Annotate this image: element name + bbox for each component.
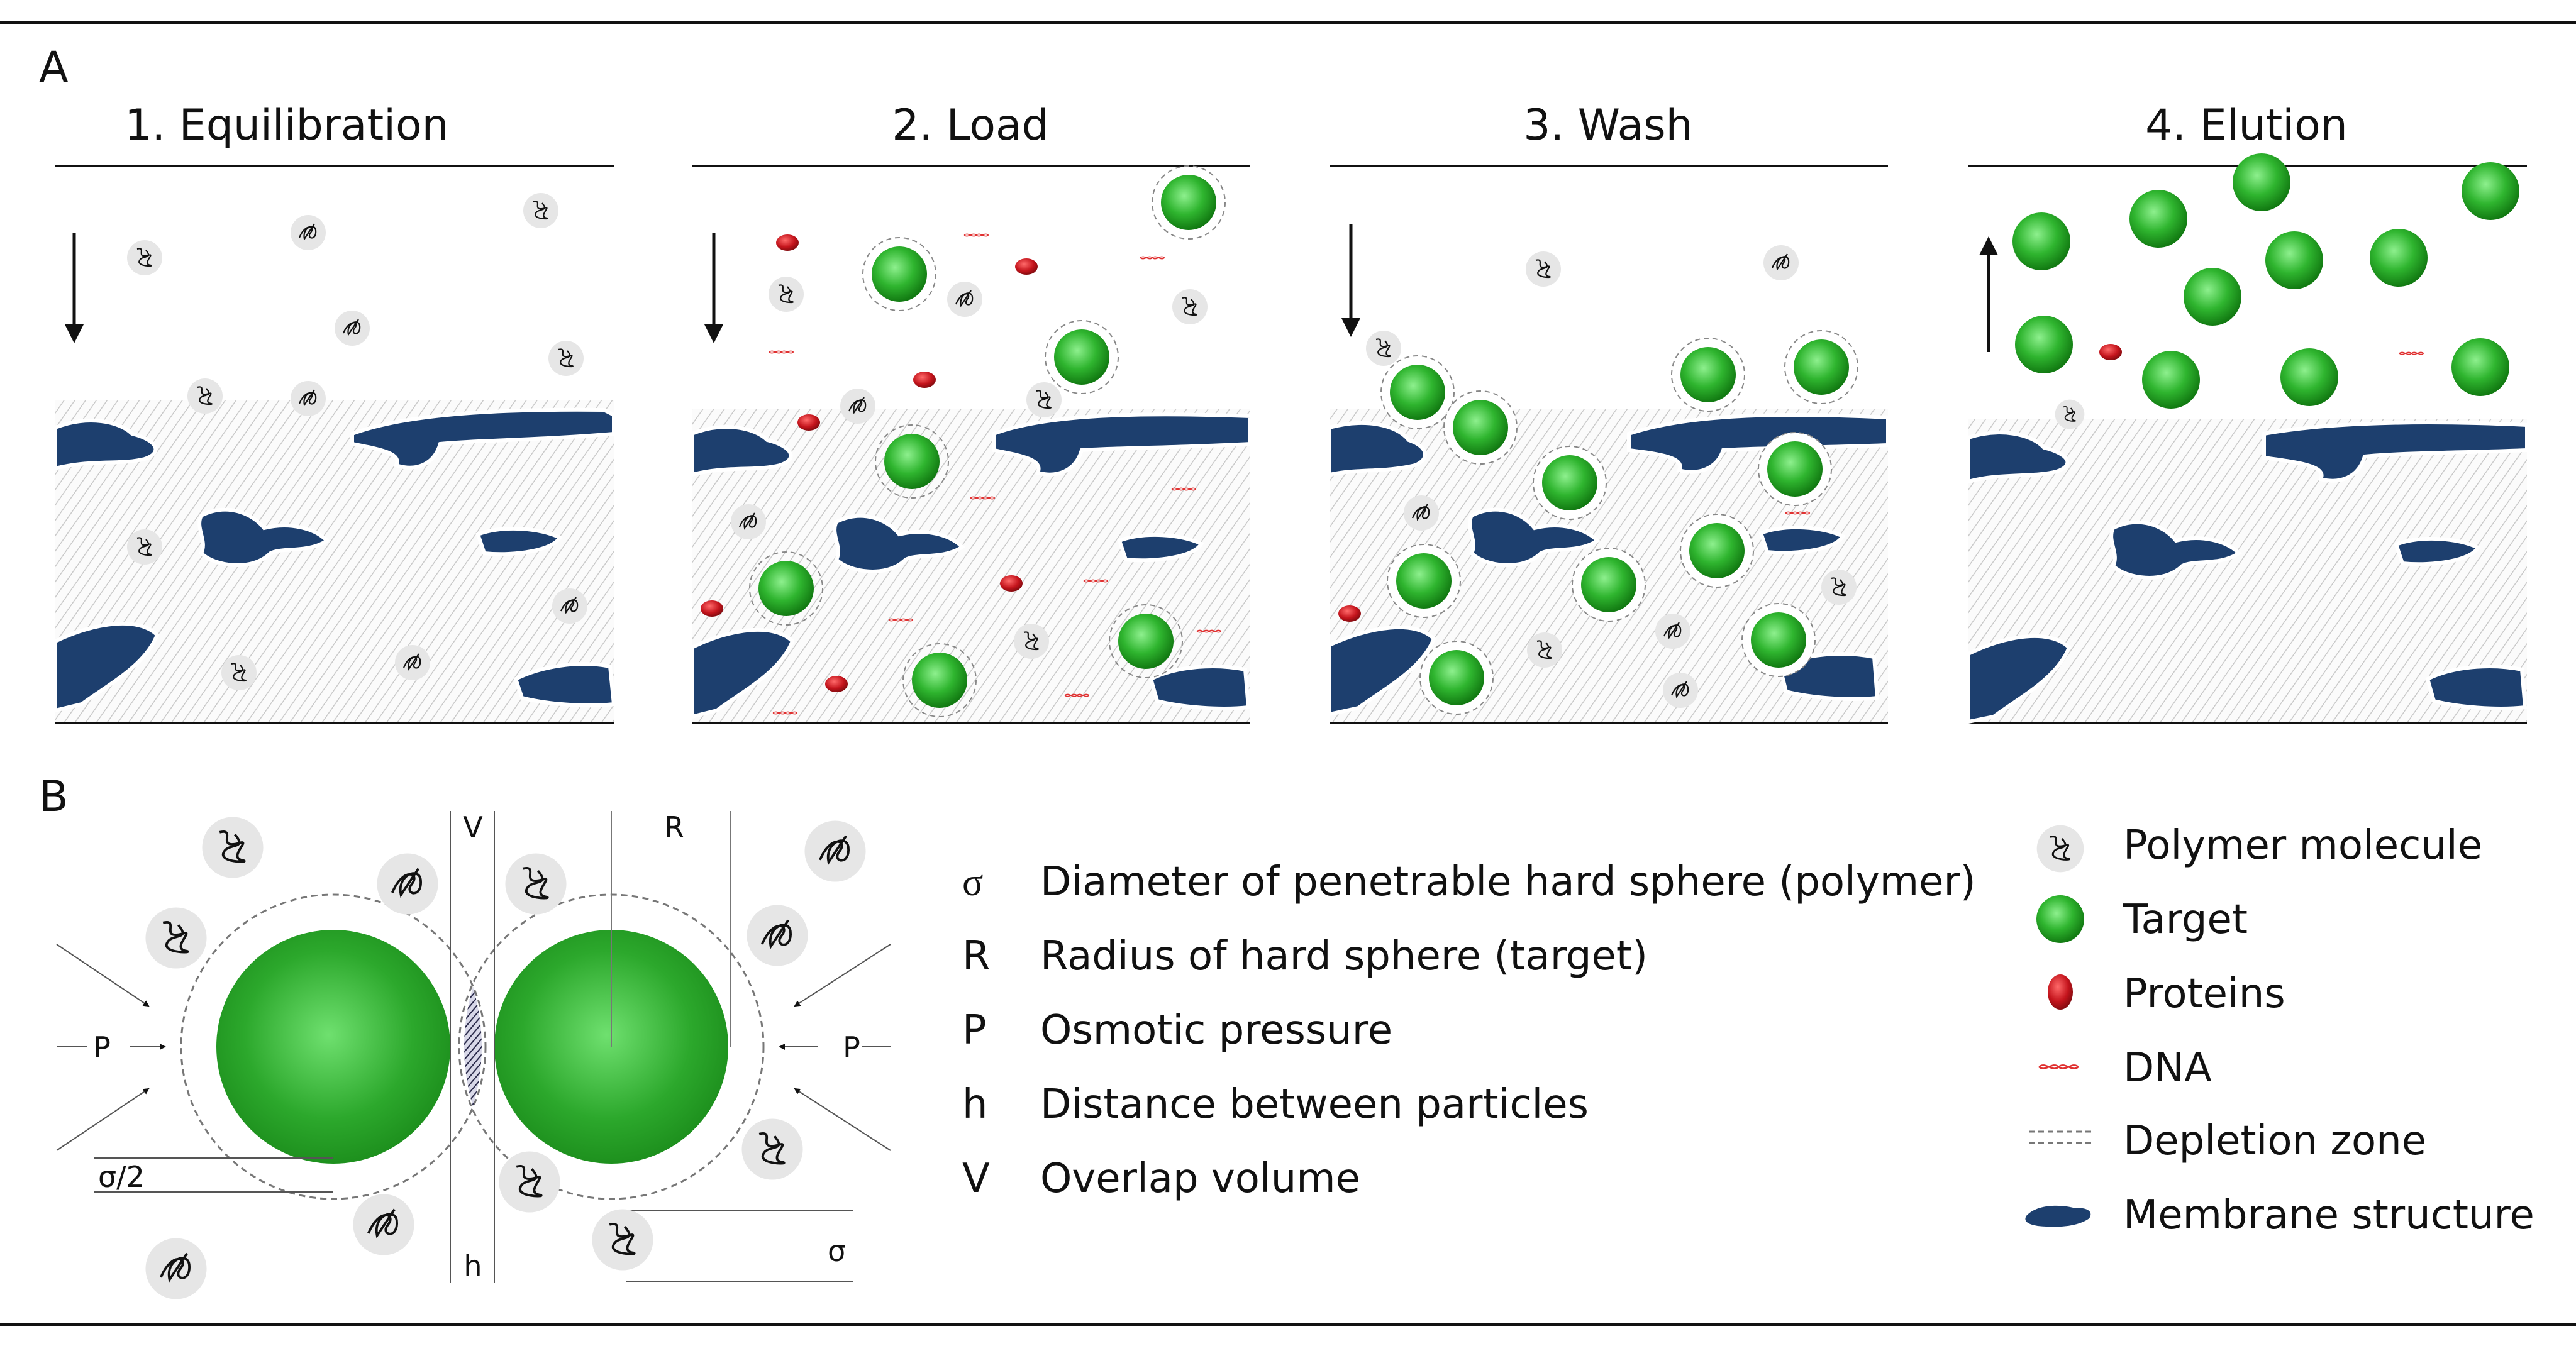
target-spheres: [2012, 153, 2519, 409]
legend: Polymer molecule Target Proteins DNA Dep…: [2025, 822, 2534, 1238]
definition-text-r: Radius of hard sphere (target): [1040, 933, 1648, 979]
definition-symbol-p: P: [962, 1007, 987, 1054]
target-sphere-icon: [2036, 895, 2084, 943]
label-v: V: [463, 810, 483, 844]
dna-icon: [2038, 1064, 2079, 1069]
label-half-sigma: σ/2: [98, 1160, 145, 1194]
definition-symbol-r: R: [962, 933, 990, 979]
definition-text-h: Distance between particles: [1040, 1081, 1589, 1128]
legend-label-polymer: Polymer molecule: [2123, 822, 2482, 869]
depletion-diagram: V R h σ/2 σ P P: [56, 810, 891, 1301]
definition-symbol-v: V: [962, 1156, 990, 1202]
membrane-structure: [1967, 421, 2529, 724]
step-title-3: 3. Wash: [1523, 101, 1693, 150]
label-p-left: P: [93, 1030, 111, 1064]
protein-icon: [1338, 605, 1361, 622]
polymer-molecule-icon: [2036, 824, 2085, 873]
membrane-structure: [690, 412, 1252, 719]
definition-text-sigma: Diameter of penetrable hard sphere (poly…: [1040, 859, 1976, 905]
label-r: R: [664, 810, 684, 844]
step-panel-2: 2. Load: [690, 101, 1252, 724]
step-title-2: 2. Load: [892, 101, 1049, 150]
label-sigma: σ: [828, 1234, 846, 1268]
protein-icon: [2048, 974, 2073, 1010]
panel-b-label: B: [39, 772, 69, 822]
legend-label-proteins: Proteins: [2123, 971, 2285, 1017]
legend-label-target: Target: [2123, 896, 2248, 943]
definition-text-p: Osmotic pressure: [1040, 1007, 1392, 1054]
target-sphere-left: [216, 930, 450, 1164]
membrane-structure: [53, 407, 616, 713]
label-p-right: P: [843, 1030, 860, 1064]
definitions-list: σ Diameter of penetrable hard sphere (po…: [962, 859, 1976, 1202]
proteins: [701, 234, 1038, 692]
legend-label-membrane: Membrane structure: [2123, 1192, 2534, 1238]
target-spheres: [1380, 330, 1858, 715]
step-panel-4: 4. Elution: [1967, 101, 2529, 724]
legend-label-depletion: Depletion zone: [2123, 1118, 2426, 1164]
depletion-zone: [180, 893, 487, 1200]
step-title-4: 4. Elution: [2145, 101, 2348, 150]
definition-symbol-h: h: [962, 1081, 988, 1128]
definition-symbol-sigma: σ: [962, 861, 983, 904]
panel-a-label: A: [39, 43, 69, 92]
legend-label-dna: DNA: [2123, 1045, 2212, 1091]
step-panel-3: 3. Wash: [1328, 101, 1890, 724]
label-h: h: [464, 1249, 482, 1283]
step-title-1: 1. Equilibration: [125, 101, 448, 150]
target-spheres: [749, 165, 1226, 717]
step-panel-1: 1. Equilibration: [53, 101, 616, 724]
overlap-volume: [464, 987, 482, 1106]
membrane-structure-icon: [2025, 1205, 2091, 1227]
depletion-zone-icon: [2029, 1130, 2092, 1144]
definition-text-v: Overlap volume: [1040, 1156, 1360, 1202]
protein-icon: [2099, 344, 2122, 360]
